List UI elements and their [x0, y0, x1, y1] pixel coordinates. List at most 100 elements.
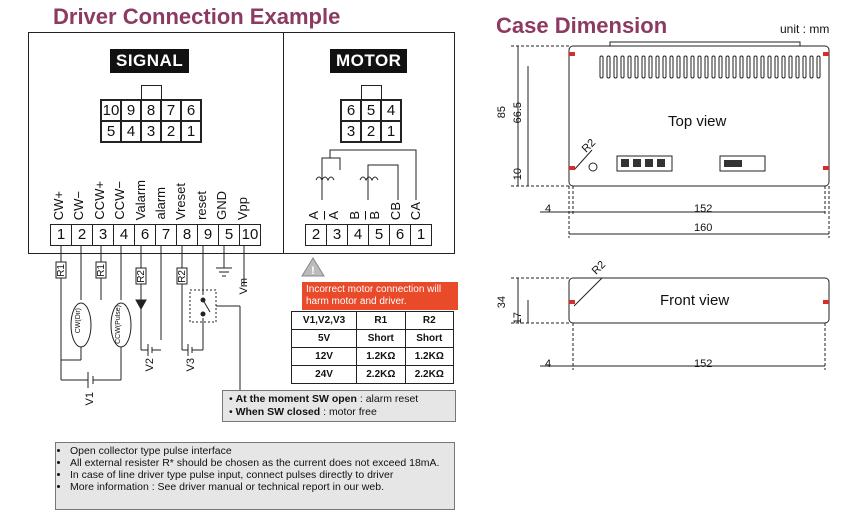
vent-slot — [676, 55, 681, 79]
vent-slot — [599, 55, 604, 79]
dim-top-offset-left: 4 — [545, 203, 552, 215]
resistor-label-r1a: R1 — [56, 264, 67, 277]
motor-key-tab — [361, 85, 382, 99]
vent-slot — [725, 55, 730, 79]
case-drawing — [510, 41, 830, 370]
signal-terminal: 5 — [219, 225, 240, 245]
vent-slot — [816, 55, 821, 79]
motor-pin: 5 — [361, 100, 381, 121]
vent-slot — [655, 55, 660, 79]
signal-pin: 8 — [141, 100, 161, 121]
resistor-table-header: R1 — [356, 311, 406, 330]
switch-note-closed-text: : motor free — [320, 406, 377, 418]
svg-text:!: ! — [311, 265, 315, 277]
vent-slot — [711, 55, 716, 79]
notes-box: Open collector type pulse interfaceAll e… — [55, 442, 455, 510]
motor-terminal: 4 — [348, 225, 369, 245]
dim-top-total-width: 160 — [694, 222, 713, 234]
note-item: More information : See driver manual or … — [70, 481, 450, 493]
dim-front-offset-left: 4 — [545, 358, 552, 370]
warning-message: Incorrect motor connection will harm mot… — [302, 282, 458, 310]
resistor-label-r2a: R2 — [136, 270, 147, 283]
note-item: Open collector type pulse interface — [70, 445, 450, 457]
vent-slot — [690, 55, 695, 79]
vent-slot — [746, 55, 751, 79]
vent-slot — [697, 55, 702, 79]
switch-note: • At the moment SW open : alarm reset • … — [222, 390, 456, 422]
vent-slot — [627, 55, 632, 79]
signal-pin: 7 — [161, 100, 181, 121]
supply-label-v1: V1 — [84, 392, 96, 406]
resistor-table-cell: 2.2KΩ — [356, 365, 406, 384]
unit-label: unit : mm — [780, 22, 830, 36]
led-label-cw: CW(Dir) — [75, 308, 82, 334]
motor-terminal: 6 — [390, 225, 411, 245]
vent-slot — [620, 55, 625, 79]
vent-slot — [802, 55, 807, 79]
signal-pin: 9 — [121, 100, 141, 121]
vent-slot — [648, 55, 653, 79]
dim-top-height-offset: 10 — [512, 168, 524, 181]
motor-label: MOTOR — [330, 49, 408, 73]
motor-pin: 6 — [341, 100, 361, 121]
resistor-table-cell: Short — [356, 329, 406, 348]
signal-key-tab — [141, 85, 162, 99]
note-item: In case of line driver type pulse input,… — [70, 469, 450, 481]
resistor-table-cell: 1.2KΩ — [404, 347, 455, 366]
motor-terminal: 1 — [416, 226, 426, 243]
signal-terminal: 4 — [114, 225, 135, 245]
signal-label: SIGNAL — [110, 49, 190, 73]
motor-terminal: 5 — [369, 225, 390, 245]
motor-pin: 4 — [381, 100, 401, 121]
dimension-title: Case Dimension — [496, 13, 668, 38]
notes-list: Open collector type pulse interfaceAll e… — [56, 443, 454, 495]
motor-pin: 2 — [361, 121, 381, 142]
vent-slot — [662, 55, 667, 79]
vent-slot — [739, 55, 744, 79]
vent-slot — [718, 55, 723, 79]
dim-front-height-total: 34 — [496, 296, 508, 309]
frame-divider — [283, 32, 284, 253]
signal-pin: 10 — [101, 100, 121, 121]
vent-slot — [788, 55, 793, 79]
vent-slot — [704, 55, 709, 79]
resistor-table-header: R2 — [404, 311, 455, 330]
resistor-table-cell: 2.2KΩ — [404, 365, 455, 384]
vent-slot — [809, 55, 814, 79]
signal-terminal: 10 — [241, 226, 259, 243]
signal-pin: 6 — [181, 100, 201, 121]
resistor-table-cell: 24V — [290, 365, 358, 384]
dim-front-height-offset: 17 — [512, 312, 524, 325]
warning-icon — [301, 257, 325, 277]
dim-front-inner-width: 152 — [694, 358, 713, 370]
resistor-table-cell: Short — [404, 329, 455, 348]
note-item: All external resister R* should be chose… — [70, 457, 450, 469]
resistor-table-cell: 12V — [290, 347, 358, 366]
signal-terminal: 6 — [135, 225, 156, 245]
vent-slot — [683, 55, 688, 79]
motor-pin: 1 — [381, 121, 401, 142]
resistor-table-cell: 1.2KΩ — [356, 347, 406, 366]
vent-slot — [669, 55, 674, 79]
led-label-ccw: CCW(Pulse) — [115, 305, 122, 344]
dim-top-height-total: 85 — [496, 106, 508, 119]
vent-slot — [774, 55, 779, 79]
vent-slot — [753, 55, 758, 79]
signal-terminal: 9 — [198, 225, 219, 245]
resistor-label-r2b: R2 — [177, 270, 188, 283]
signal-pin: 2 — [161, 121, 181, 142]
vent-slot — [760, 55, 765, 79]
switch-note-open-bold: At the moment SW open — [235, 393, 357, 405]
signal-terminal: 8 — [177, 225, 198, 245]
switch-note-closed-bold: When SW closed — [235, 406, 321, 418]
